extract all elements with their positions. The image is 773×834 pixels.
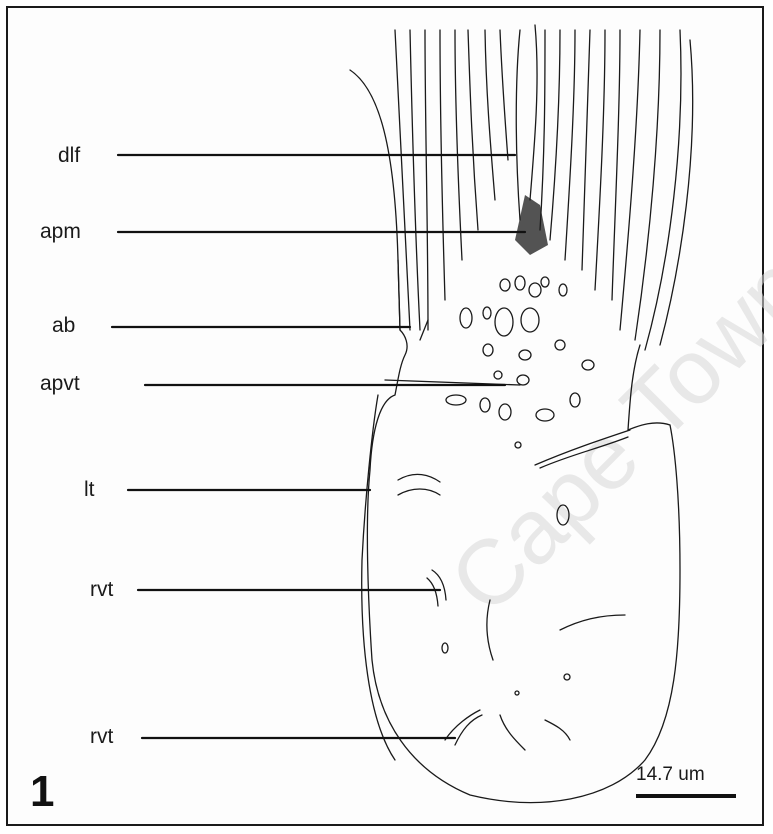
label-apvt: apvt [40,373,80,394]
scale-bar-label: 14.7 um [636,764,705,786]
label-rvt-upper: rvt [90,579,113,600]
scale-bar [636,794,736,798]
label-ab: ab [52,315,75,336]
label-lt: lt [84,479,95,500]
vacuoles [442,276,594,695]
figure-number: 1 [30,770,54,814]
apical-mass [515,195,548,255]
label-apm: apm [40,221,81,242]
label-rvt-lower: rvt [90,726,113,747]
dorsal-fibres [350,25,693,350]
leader-lines [112,155,525,738]
body-outline [367,260,680,802]
label-dlf: dlf [58,145,80,166]
